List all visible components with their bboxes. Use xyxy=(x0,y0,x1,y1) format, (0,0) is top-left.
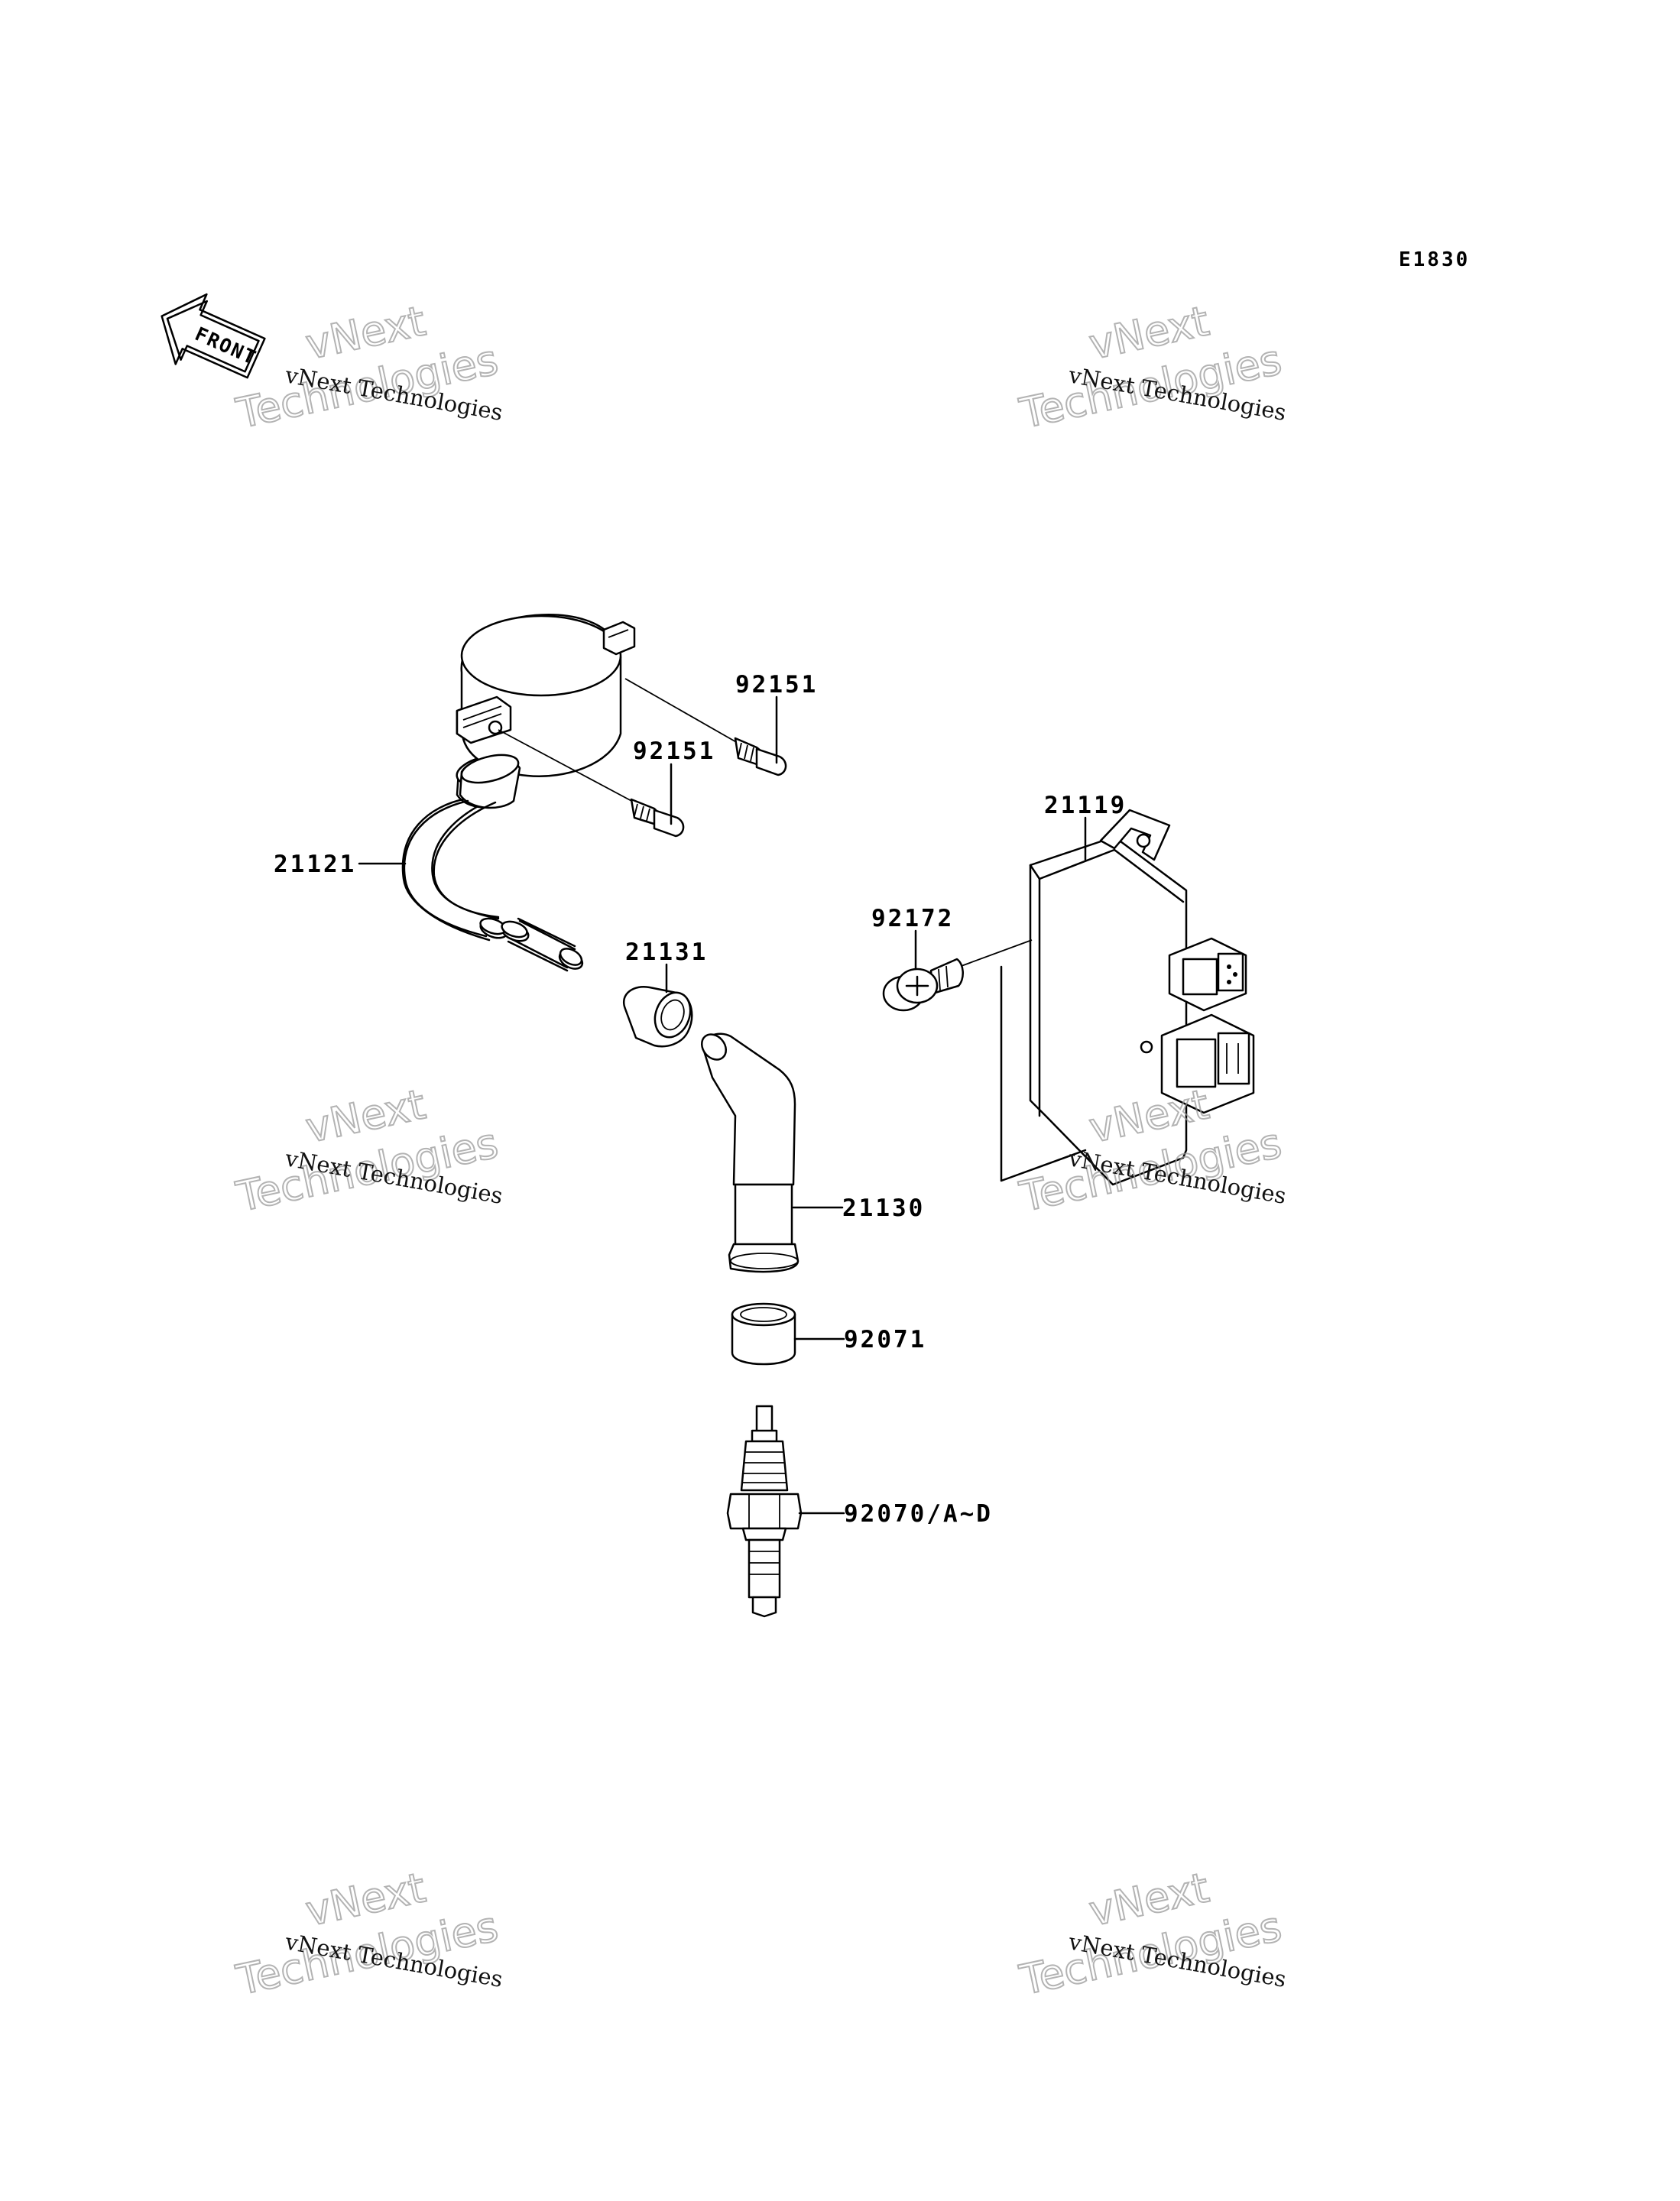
cap-seal-drawing xyxy=(623,986,693,1048)
part-label-plug-cap: 21130 xyxy=(842,1195,925,1222)
watermark-6: vNext Technologies vNext Technologies xyxy=(1015,1862,1289,2005)
plug-cap-drawing xyxy=(700,1032,799,1273)
bolt-lower-drawing xyxy=(498,729,685,838)
seal-ring-drawing xyxy=(731,1302,796,1366)
front-arrow-icon: FRONT xyxy=(161,293,266,379)
igniter-drawing xyxy=(958,809,1255,1186)
part-label-ignition-coil: 21121 xyxy=(274,851,356,878)
diagram-code: E1830 xyxy=(1399,248,1470,271)
watermark-2: vNext Technologies vNext Technologies xyxy=(1015,296,1289,439)
part-label-bolt-lower: 92151 xyxy=(633,737,715,765)
part-label-bolt-upper: 92151 xyxy=(735,671,818,699)
mask xyxy=(428,321,657,581)
watermark-1: vNext Technologies vNext Technologies xyxy=(232,296,505,439)
screw-drawing xyxy=(882,958,964,1012)
part-label-screw: 92172 xyxy=(871,905,954,932)
part-label-seal-ring: 92071 xyxy=(844,1326,926,1353)
bolt-upper-drawing xyxy=(624,678,787,776)
part-label-igniter: 21119 xyxy=(1044,792,1127,819)
part-label-cap-seal: 21131 xyxy=(625,938,708,966)
watermark-5: vNext Technologies vNext Technologies xyxy=(232,1862,505,2005)
spark-plug-drawing xyxy=(726,1405,803,1618)
part-label-spark-plug: 92070/A~D xyxy=(844,1500,993,1528)
coil-body xyxy=(403,614,636,969)
watermark-3: vNext Technologies vNext Technologies xyxy=(232,1079,505,1222)
